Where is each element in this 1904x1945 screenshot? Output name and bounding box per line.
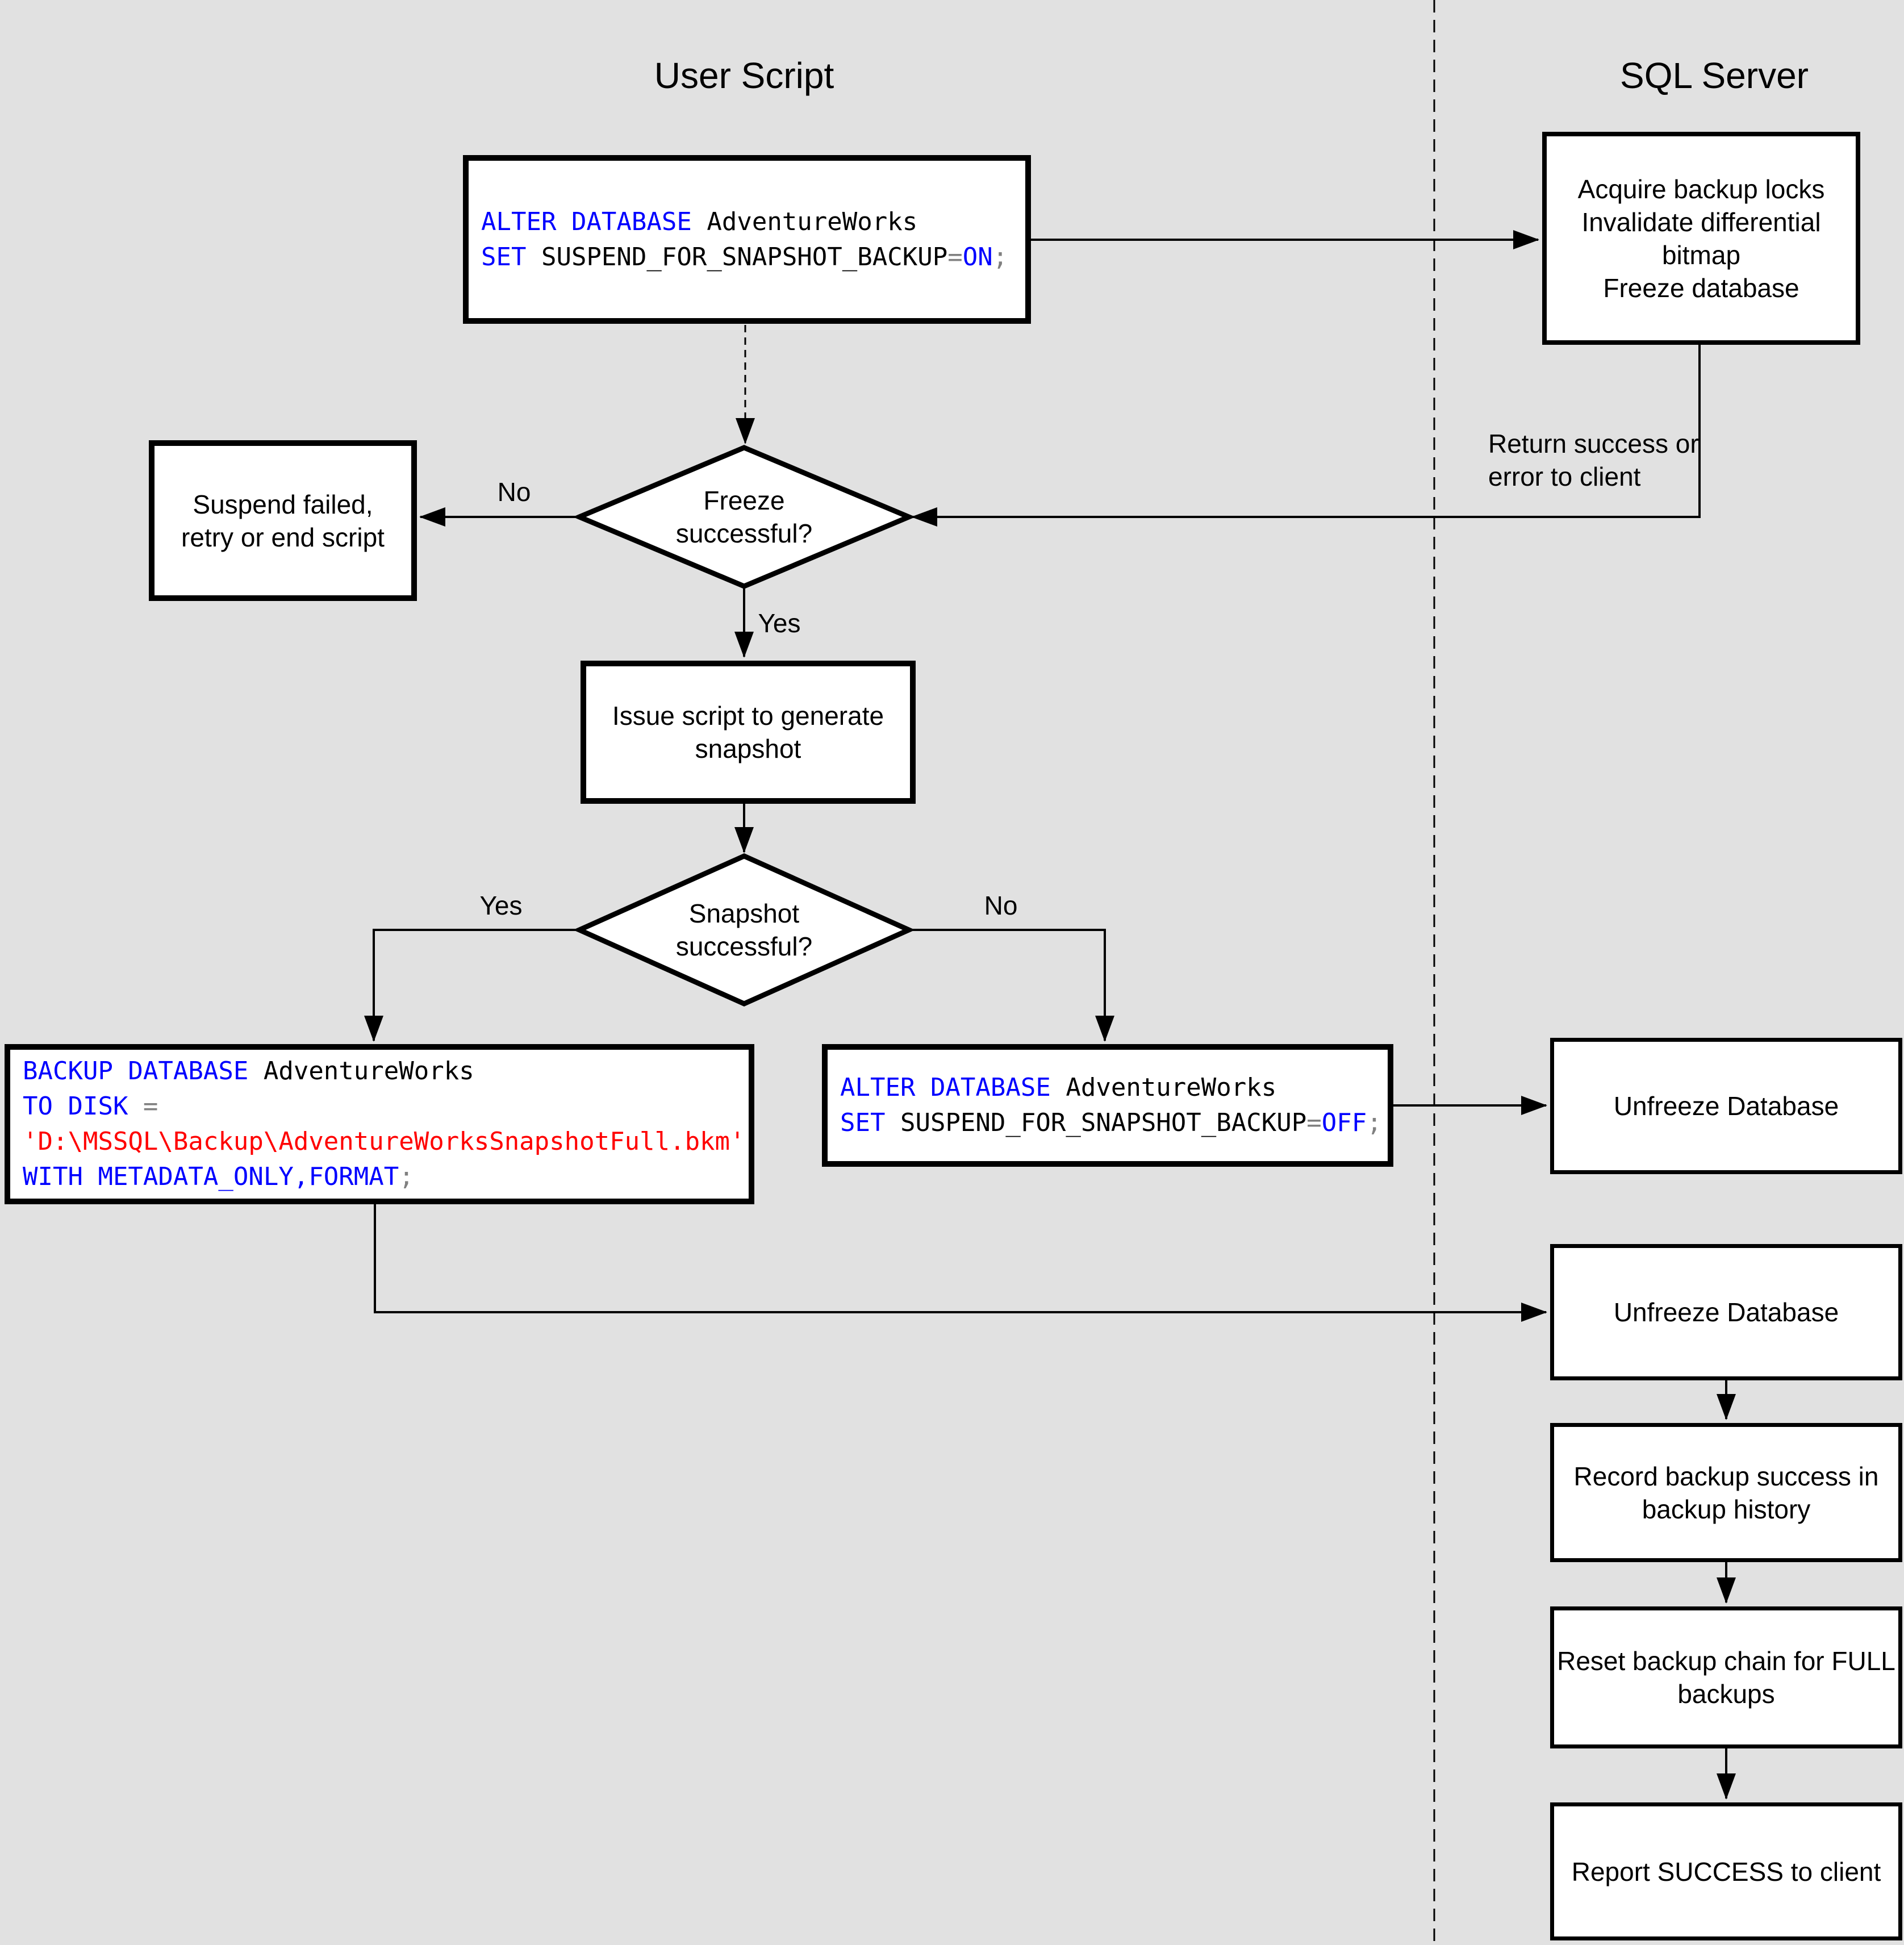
code-token-keyword: SET	[840, 1108, 900, 1137]
freeze-decision-text: Freeze successful?	[675, 486, 813, 548]
code-line: TO DISK =	[23, 1089, 158, 1124]
node-unfreeze-database-2-text: Unfreeze Database	[1613, 1297, 1839, 1327]
node-report-success-text: Report SUCCESS to client	[1571, 1856, 1881, 1886]
code-line: ALTER DATABASE AdventureWorks	[481, 204, 917, 240]
code-line: BACKUP DATABASE AdventureWorks	[23, 1054, 474, 1089]
code-token-string: 'D:\MSSQL\Backup\AdventureWorksSnapshotF…	[23, 1127, 745, 1156]
node-suspend-failed: Suspend failed, retry or end script	[149, 440, 417, 601]
label-freeze-yes: Yes	[758, 608, 801, 638]
edge-snapshot-no-to-alter-off	[909, 929, 1114, 1042]
edge-acquire-to-freeze-decision	[911, 345, 1701, 527]
edge-backup-to-unfreeze-2	[374, 1204, 1547, 1322]
node-record-backup-history-text: Record backup success in backup history	[1573, 1461, 1879, 1524]
code-line: WITH METADATA_ONLY,FORMAT;	[23, 1159, 414, 1195]
code-token-operator: ;	[992, 242, 1008, 272]
code-token-operator: =	[143, 1092, 158, 1121]
code-token-keyword: ON	[962, 242, 993, 272]
node-reset-backup-chain-text: Reset backup chain for FULL backups	[1557, 1646, 1895, 1709]
snapshot-decision-text: Snapshot successful?	[675, 899, 813, 961]
node-report-success: Report SUCCESS to client	[1550, 1802, 1902, 1940]
code-token-keyword: ALTER DATABASE	[481, 207, 707, 236]
code-token-operator: =	[947, 242, 963, 272]
label-freeze-no: No	[497, 477, 531, 507]
code-token-keyword: SET	[481, 242, 541, 272]
code-token-keyword: BACKUP DATABASE	[23, 1057, 264, 1086]
node-unfreeze-database-1-text: Unfreeze Database	[1613, 1091, 1839, 1121]
code-token-keyword: OFF	[1321, 1108, 1367, 1137]
node-unfreeze-database-1: Unfreeze Database	[1550, 1038, 1902, 1174]
code-line: ALTER DATABASE AdventureWorks	[840, 1070, 1276, 1105]
node-unfreeze-database-2: Unfreeze Database	[1550, 1244, 1902, 1380]
code-token-identifier: AdventureWorks	[263, 1057, 474, 1086]
code-token-operator: ;	[399, 1162, 414, 1191]
code-token-keyword: ALTER DATABASE	[840, 1073, 1066, 1102]
code-line: SET SUSPEND_FOR_SNAPSHOT_BACKUP=ON;	[481, 240, 1008, 275]
code-token-keyword: WITH METADATA_ONLY,FORMAT	[23, 1162, 399, 1191]
node-issue-script-text: Issue script to generate snapshot	[612, 701, 884, 763]
snapshot-decision-shape	[573, 853, 916, 1007]
node-reset-backup-chain: Reset backup chain for FULL backups	[1550, 1606, 1902, 1748]
column-title-user-script: User Script	[654, 55, 834, 96]
code-token-identifier: SUSPEND_FOR_SNAPSHOT_BACKUP	[541, 242, 948, 272]
node-suspend-failed-text: Suspend failed, retry or end script	[181, 489, 385, 552]
code-token-operator: ;	[1367, 1108, 1382, 1137]
code-token-identifier: AdventureWorks	[707, 207, 918, 236]
code-token-identifier: SUSPEND_FOR_SNAPSHOT_BACKUP	[900, 1108, 1307, 1137]
code-token-operator: =	[1306, 1108, 1322, 1137]
edge-snapshot-yes-to-backup	[364, 929, 579, 1042]
node-acquire-locks: Acquire backup locks Invalidate differen…	[1542, 132, 1860, 345]
node-issue-script: Issue script to generate snapshot	[581, 661, 916, 804]
freeze-decision-shape	[573, 445, 916, 589]
code-token-identifier: AdventureWorks	[1066, 1073, 1277, 1102]
label-return-success-note: Return success or error to client	[1488, 429, 1699, 491]
code-token-keyword: TO DISK	[23, 1092, 143, 1121]
column-title-sql-server: SQL Server	[1620, 55, 1809, 96]
code-line: 'D:\MSSQL\Backup\AdventureWorksSnapshotF…	[23, 1124, 745, 1159]
label-snapshot-no: No	[984, 891, 1018, 920]
node-record-backup-history: Record backup success in backup history	[1550, 1423, 1902, 1562]
node-acquire-locks-text: Acquire backup locks Invalidate differen…	[1577, 174, 1825, 303]
code-line: SET SUSPEND_FOR_SNAPSHOT_BACKUP=OFF;	[840, 1105, 1382, 1141]
label-snapshot-yes: Yes	[479, 891, 523, 920]
